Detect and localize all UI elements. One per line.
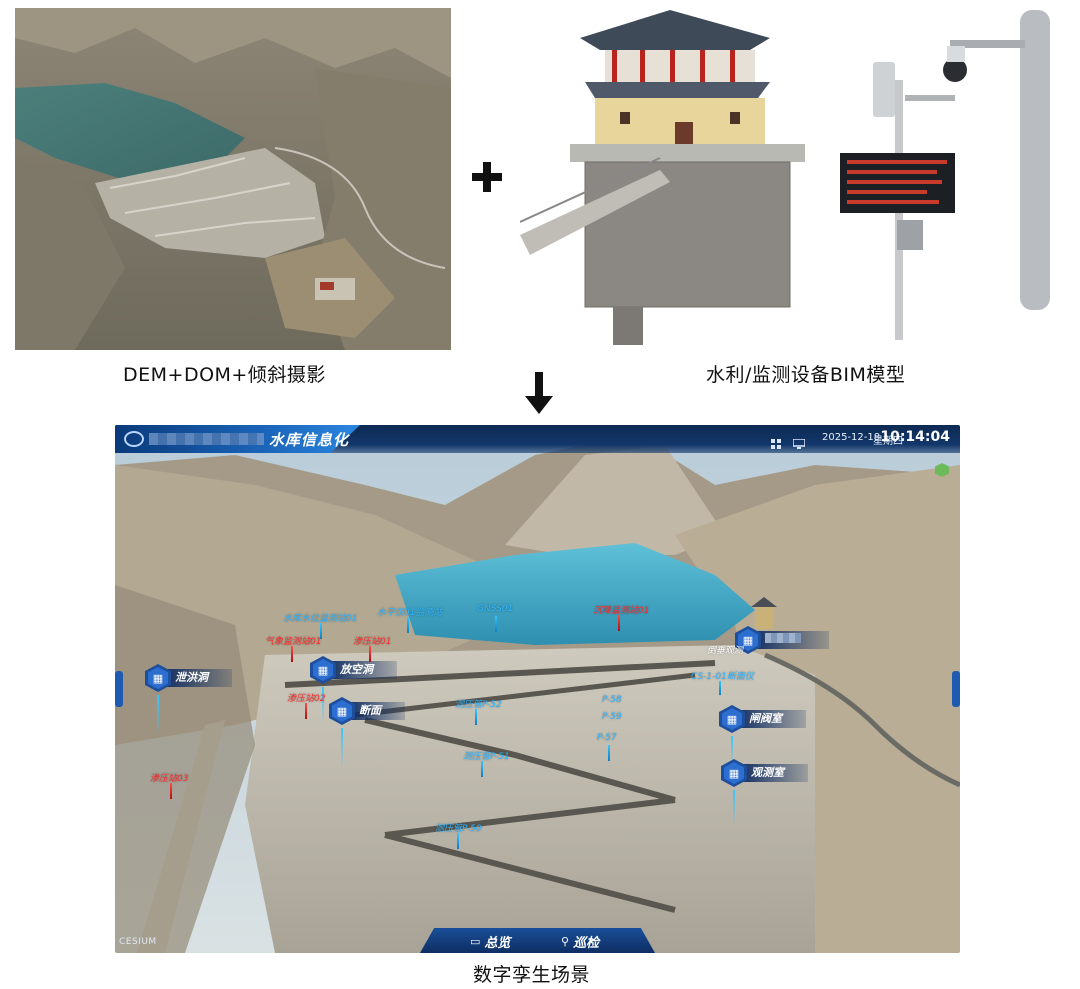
building-icon: ▦ [310, 656, 336, 684]
terrain-caption: DEM+DOM+倾斜摄影 [123, 364, 326, 386]
grid-icon[interactable] [771, 434, 781, 449]
bim-monitor-pole-model [835, 10, 1060, 342]
overview-button[interactable]: ▭ 总览 [470, 935, 511, 951]
bottom-nav [420, 928, 655, 953]
marker-cs-section[interactable]: CS-1-01断面仪 [691, 672, 754, 682]
marker-gnss[interactable]: GNSS01 [477, 604, 514, 614]
marker-pin [495, 616, 497, 632]
marker-weather[interactable]: 气象监测站01 [265, 637, 322, 647]
marker-p51[interactable]: 测压管P-51 [463, 752, 510, 762]
poi-spillway-tunnel[interactable]: ▦ 泄洪洞 [145, 664, 232, 692]
down-arrow-icon [523, 372, 555, 416]
bim-caption: 水利/监测设备BIM模型 [706, 364, 906, 386]
marker-pin [407, 617, 409, 633]
marker-pin [320, 623, 322, 639]
poi-redacted[interactable]: ▦ [735, 626, 829, 654]
marker-p57[interactable]: P-57 [597, 733, 617, 743]
scene-3d-view[interactable] [115, 425, 960, 953]
plus-icon [470, 160, 504, 194]
marker-pin [481, 761, 483, 777]
marker-pin [305, 703, 307, 719]
marker-plumb[interactable]: 倒垂观测 [707, 646, 744, 656]
app-title: 水库信息化 [269, 431, 350, 449]
marker-seepage-03[interactable]: 渗压站03 [150, 774, 189, 784]
digital-twin-app: 水库信息化 2025-12-18 星期四 10:14:04 ▦ 泄洪洞 ▦ 放空… [115, 425, 960, 953]
marker-pin [475, 709, 477, 725]
building-icon: ▦ [721, 759, 747, 787]
marker-settlement[interactable]: 沉降监测站01 [593, 606, 650, 616]
scene-caption: 数字孪生场景 [473, 964, 591, 986]
right-panel-toggle[interactable] [952, 671, 960, 707]
marker-level-gauge[interactable]: 水平仪01监测站 [377, 608, 443, 618]
org-name-redacted [149, 433, 264, 445]
building-icon: ▦ [735, 626, 761, 654]
patrol-button[interactable]: ⚲ 巡检 [561, 935, 600, 951]
clock-text: 10:14:04 [880, 429, 950, 445]
building-icon: ▦ [719, 705, 745, 733]
marker-p52[interactable]: 测压管P-52 [455, 700, 502, 710]
marker-seepage-02[interactable]: 渗压站02 [287, 694, 326, 704]
marker-pin [369, 646, 371, 662]
monitor-icon: ▭ [470, 935, 481, 948]
poi-stem [731, 736, 733, 766]
weekday-text: 星期四 [873, 436, 903, 447]
marker-p50[interactable]: 测压管P-50 [435, 824, 482, 834]
logo-icon [124, 431, 144, 447]
marker-pin [457, 833, 459, 849]
location-pin-icon: ⚲ [561, 935, 570, 948]
marker-pin [608, 745, 610, 761]
poi-stem [322, 687, 324, 722]
marker-pin [719, 681, 721, 695]
poi-drain-tunnel[interactable]: ▦ 放空洞 [310, 656, 397, 684]
marker-water-level[interactable]: 水库水位监测站01 [283, 614, 358, 624]
monitor-icon[interactable] [792, 434, 806, 449]
cesium-logo: CESIUM [119, 937, 157, 947]
terrain-photo [15, 8, 451, 350]
marker-pin [618, 615, 620, 631]
poi-stem [341, 728, 343, 768]
marker-p59[interactable]: P-59 [602, 712, 622, 722]
bim-tower-model [519, 10, 810, 345]
marker-pin [291, 646, 293, 662]
building-icon: ▦ [329, 697, 355, 725]
poi-stem [157, 695, 159, 735]
marker-pin [170, 783, 172, 799]
poi-stem [733, 790, 735, 825]
poi-observation-room[interactable]: ▦ 观测室 [721, 759, 808, 787]
left-panel-toggle[interactable] [115, 671, 123, 707]
marker-seepage-01[interactable]: 渗压站01 [353, 637, 392, 647]
building-icon: ▦ [145, 664, 171, 692]
cube-icon[interactable] [935, 463, 949, 477]
marker-p58[interactable]: P-58 [602, 695, 622, 705]
poi-valve-room[interactable]: ▦ 闸阀室 [719, 705, 806, 733]
poi-section[interactable]: ▦ 断面 [329, 697, 405, 725]
date-text: 2025-12-18 [822, 432, 881, 443]
